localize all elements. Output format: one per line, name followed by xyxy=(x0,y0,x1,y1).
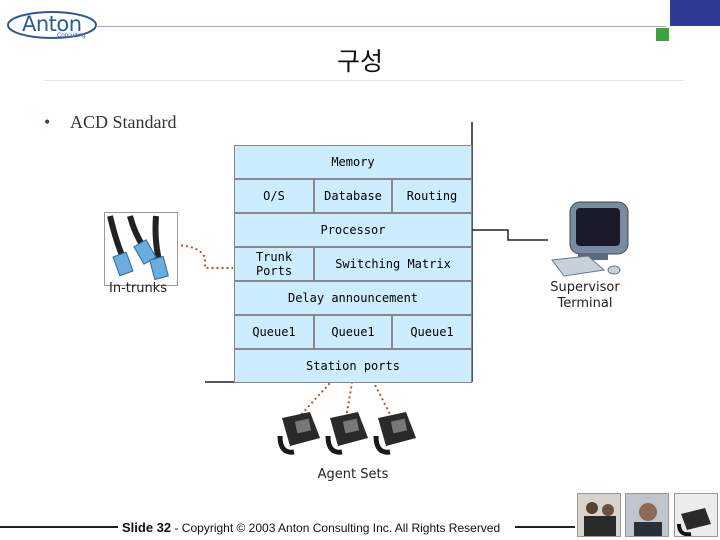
telephone-icons xyxy=(277,412,416,455)
queue-cell-2: Queue1 xyxy=(314,315,392,349)
trunk-ports-cell: Trunk Ports xyxy=(234,247,314,281)
agent-sets-label: Agent Sets xyxy=(317,467,389,482)
footer-photo-2 xyxy=(625,493,669,537)
footer-divider-right xyxy=(515,526,575,528)
switching-matrix-cell: Switching Matrix xyxy=(314,247,472,281)
slide-title: 구성 xyxy=(336,47,383,76)
footer-divider-left xyxy=(0,526,118,528)
in-trunks-label: In-trunks xyxy=(109,281,167,296)
telephone-icon xyxy=(277,412,320,455)
supervisor-terminal-label: Supervisor Terminal xyxy=(550,280,620,311)
queue-cell-1: Queue1 xyxy=(234,315,314,349)
copyright-text: - Copyright © 2003 Anton Consulting Inc.… xyxy=(171,521,501,535)
os-cell: O/S xyxy=(234,179,314,213)
footer-photo-1 xyxy=(577,493,621,537)
slide-number: Slide 32 xyxy=(122,520,172,535)
delay-announcement-cell: Delay announcement xyxy=(234,281,472,315)
processor-cell: Processor xyxy=(234,213,472,247)
title-divider xyxy=(44,80,684,81)
telephone-icon xyxy=(373,412,416,455)
logo-text: Anton xyxy=(22,12,82,36)
corner-decoration-green xyxy=(656,28,669,41)
station-ports-cell: Station ports xyxy=(234,349,472,383)
logo-subtitle: Consulting xyxy=(57,33,86,39)
bullet-marker: • xyxy=(44,112,51,132)
telephone-icon xyxy=(325,412,368,455)
logo-ellipse xyxy=(7,11,97,39)
queue-cell-3: Queue1 xyxy=(392,315,472,349)
network-cable-icon xyxy=(104,212,178,286)
routing-cell: Routing xyxy=(392,179,472,213)
header-divider xyxy=(96,26,666,27)
bullet-text: ACD Standard xyxy=(70,112,177,132)
memory-cell: Memory xyxy=(234,145,472,179)
database-cell: Database xyxy=(314,179,392,213)
footer-copyright: Slide 32 - Copyright © 2003 Anton Consul… xyxy=(122,520,500,535)
footer-photo-3 xyxy=(674,493,718,537)
computer-icon xyxy=(551,201,629,277)
corner-decoration-blue xyxy=(670,0,720,26)
